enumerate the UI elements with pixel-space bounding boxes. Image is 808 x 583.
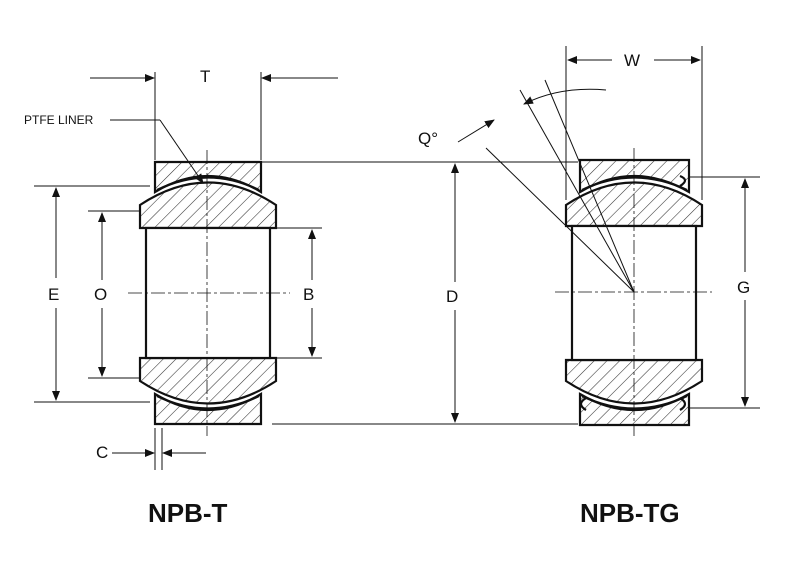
dim-d-label: D [446,287,458,306]
dim-t-label: T [200,67,210,86]
left-liner-bottom [156,395,260,410]
dim-w-label: W [624,51,640,70]
dim-g-label: G [737,278,750,297]
model-right-label: NPB-TG [580,498,680,528]
left-ball-top [138,181,278,230]
model-left-label: NPB-T [148,498,228,528]
dim-c-label: C [96,443,108,462]
left-ball-bottom [138,356,278,405]
right-bearing [555,148,712,436]
left-dimensions: T PTFE LINER E O B C [24,67,338,470]
left-bearing [128,150,290,436]
left-liner-top [156,176,260,191]
dim-o-label: O [94,285,107,304]
ptfe-liner-label: PTFE LINER [24,113,94,127]
dim-e-label: E [48,285,59,304]
right-dimensions: W Q° G [418,46,760,409]
dim-q-label: Q° [418,129,438,148]
dim-b-label: B [303,285,314,304]
d-dimension: D [262,161,578,425]
